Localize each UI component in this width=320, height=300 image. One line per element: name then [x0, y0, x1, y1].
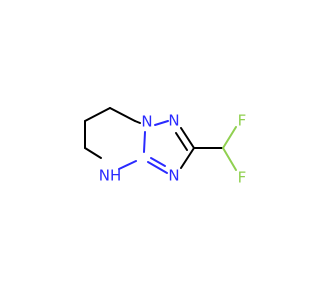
bond-c7-c6 — [109, 107, 136, 122]
atom-n-bridge: N — [141, 113, 152, 131]
bond-cf2-f-bottom — [222, 147, 237, 171]
bond-c7-n1 — [134, 120, 141, 124]
atom-f-top: F — [238, 112, 247, 130]
bond-n3-c3a-double — [150, 157, 166, 167]
atom-nh: NH — [99, 167, 122, 185]
bond-n2-c2-double — [175, 132, 188, 151]
bond-c6-c5 — [84, 107, 111, 122]
molecule-structure: N N N NH F F — [84, 107, 247, 187]
structure-canvas: N N N NH F F — [84, 107, 247, 187]
bond-cf2-f-top — [222, 126, 237, 149]
bond-n2-c2 — [180, 127, 195, 149]
bond-c2-n3 — [180, 147, 195, 169]
atom-n-top: N — [168, 112, 179, 130]
bond-c4-n — [84, 147, 102, 159]
bond-n3-c3a — [147, 161, 168, 174]
bond-nh-c3a — [118, 160, 137, 170]
bond-n1-c3a — [143, 131, 146, 153]
atom-n-bottom: N — [168, 167, 179, 185]
bond-n1-n2 — [154, 120, 169, 126]
atom-f-bottom: F — [238, 169, 247, 187]
